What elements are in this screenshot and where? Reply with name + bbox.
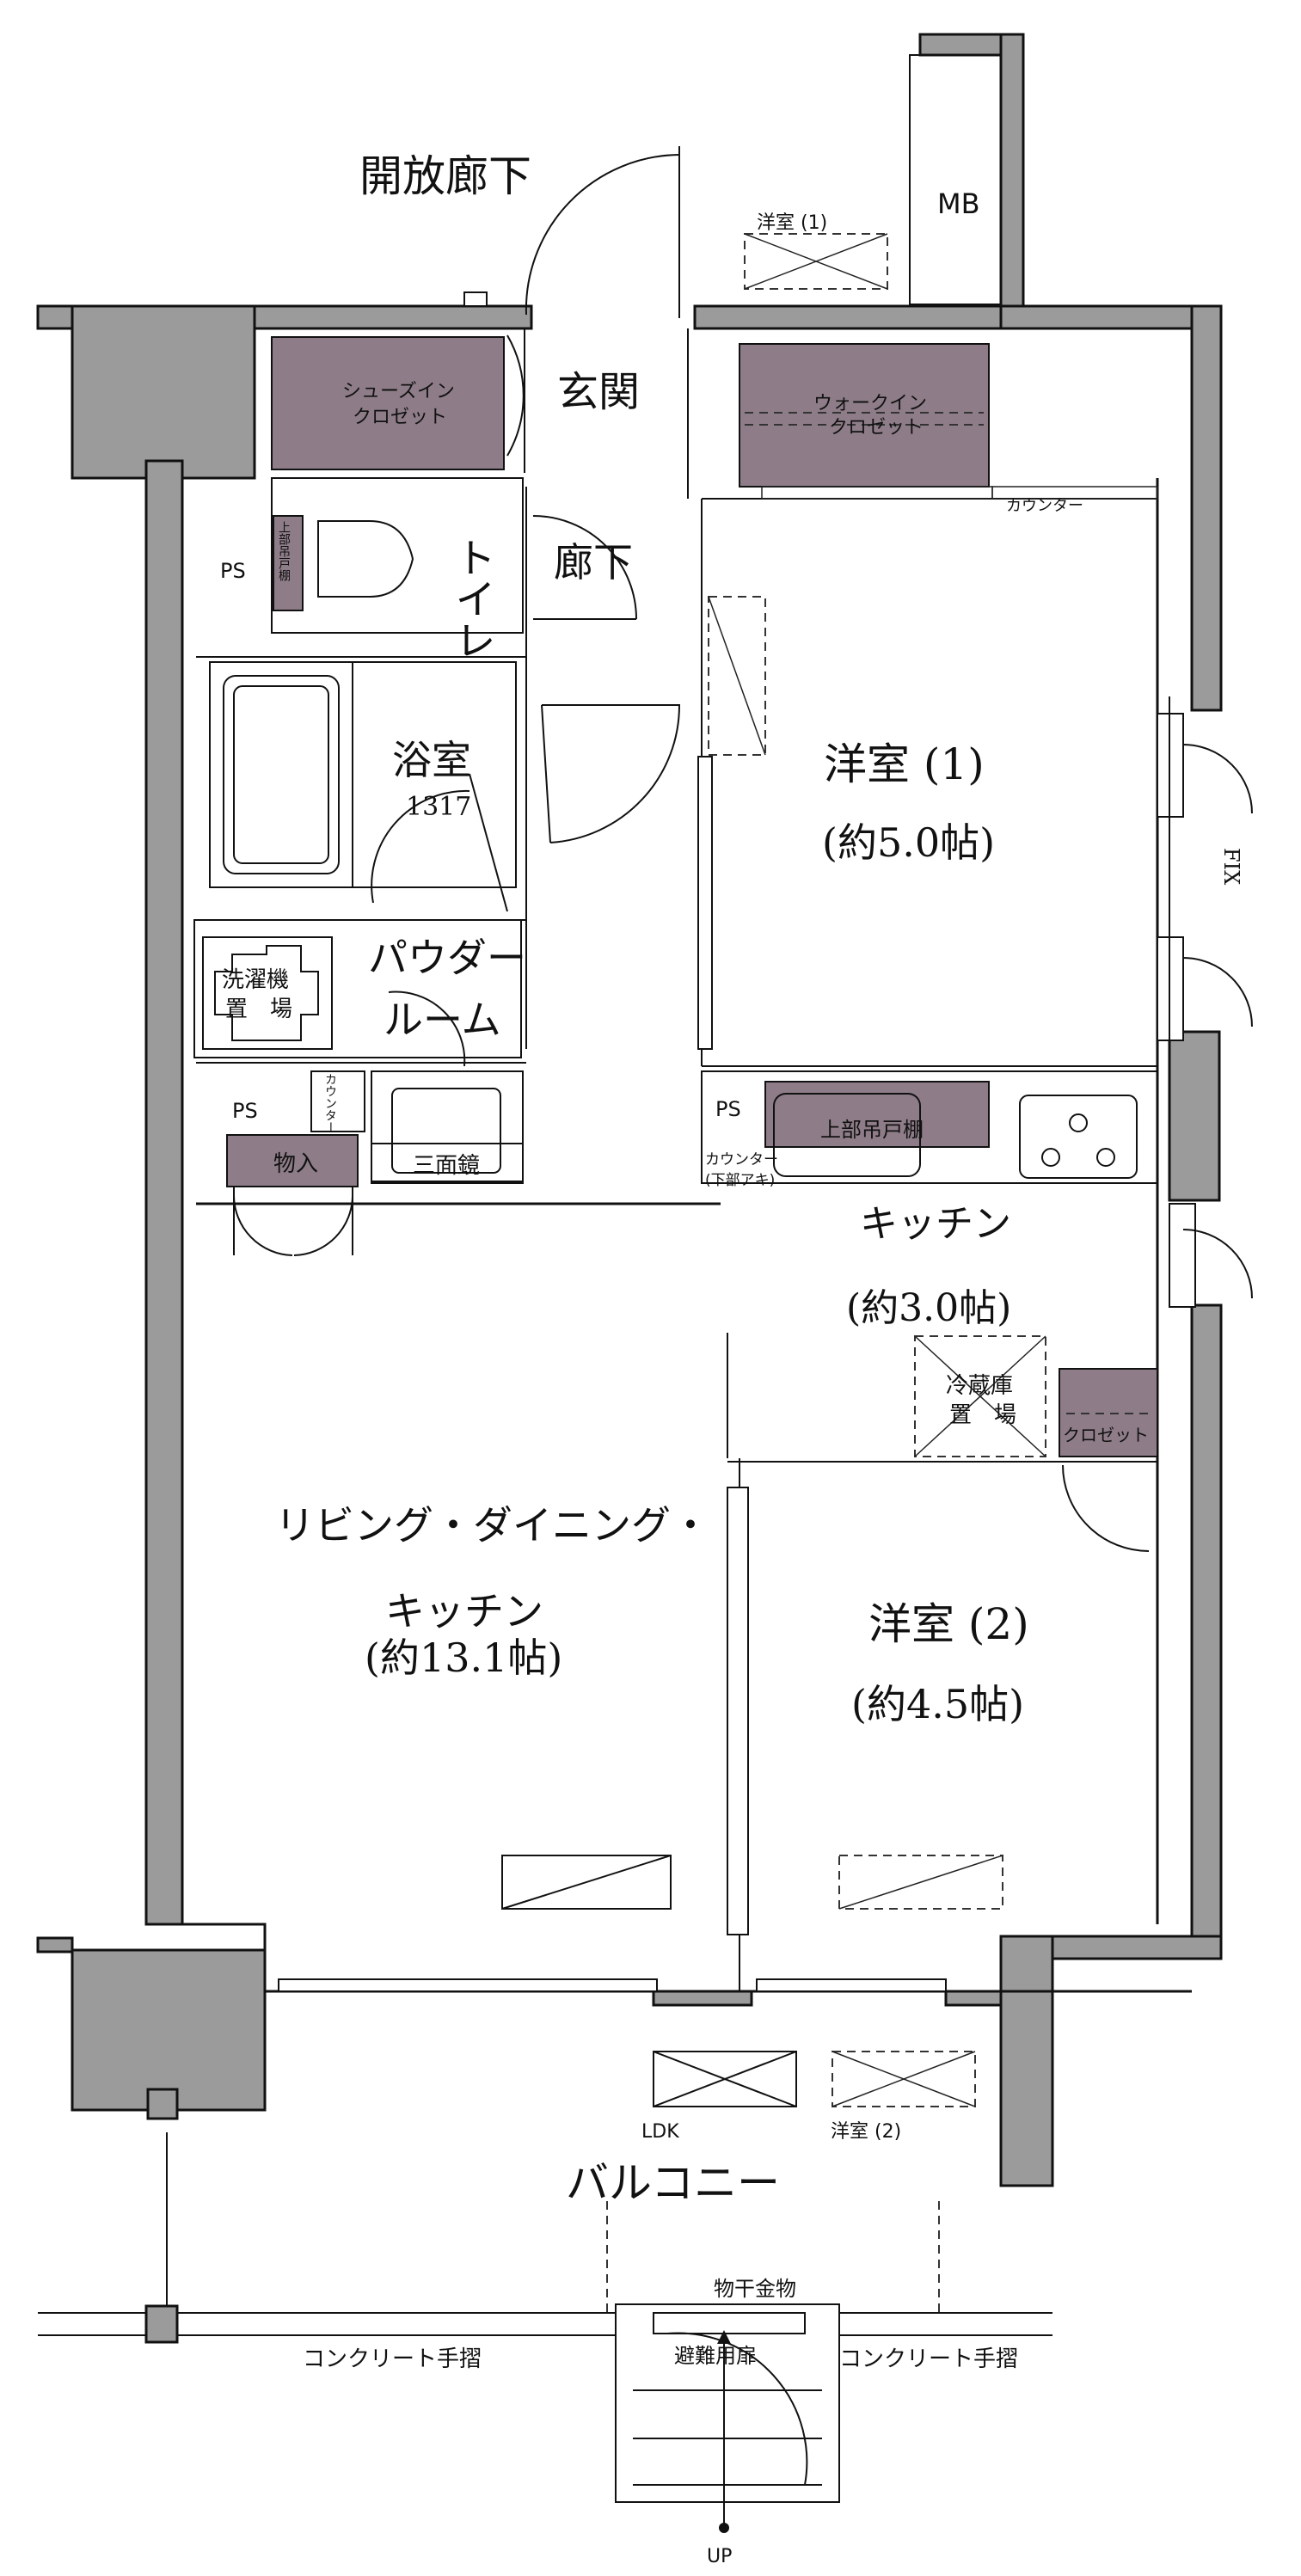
toilet-room: [271, 477, 637, 634]
hall-door: [542, 704, 681, 843]
balcony-structures: [38, 2132, 1052, 2533]
label-hallway: 廊下: [554, 539, 633, 586]
label-rail-left: コンクリート手摺: [303, 2346, 482, 2372]
label-counter-small: カウンター: [323, 1073, 337, 1133]
label-toilet: トイレ: [447, 537, 495, 660]
label-room1-size: (約5.0帖): [822, 819, 995, 866]
label-bath: 浴室: [392, 737, 471, 783]
label-room2-name: 洋室 (2): [868, 1599, 1029, 1649]
label-ldk-3: (約13.1帖): [365, 1635, 562, 1681]
label-balcony: バルコニー: [566, 2158, 780, 2208]
label-escape-door: 避難用扉: [674, 2344, 757, 2368]
label-counter-top: カウンター: [1006, 497, 1083, 515]
shoes-in-closet: [271, 336, 505, 470]
label-counter-kitchen-1: カウンター: [705, 1151, 778, 1168]
label-washer-1: 洗濯機: [222, 967, 289, 993]
walk-in-closet: [739, 343, 990, 488]
label-ldk-2: キッチン: [385, 1588, 543, 1635]
outdoor-units: [653, 2051, 976, 2107]
label-upper-cabinet-kitchen: 上部吊戸棚: [820, 1118, 924, 1142]
powder-room: [193, 919, 524, 1256]
bath-room: [209, 661, 517, 912]
label-walkin-2: クロゼット: [829, 417, 924, 439]
entrance-closet-door: [506, 334, 525, 457]
label-fridge-2: 置 場: [949, 1402, 1016, 1428]
label-rail-right: コンクリート手摺: [839, 2346, 1018, 2372]
label-triple-mirror: 三面鏡: [413, 1153, 480, 1179]
label-ps-kitchen: PS: [715, 1097, 741, 1121]
label-shoes-closet-1: シューズイン: [342, 381, 455, 402]
label-room2-size: (約4.5帖): [851, 1681, 1024, 1727]
label-ldk-1: リビング・ダイニング・: [275, 1502, 710, 1549]
room1-openings: [697, 596, 1253, 1050]
label-fridge-1: 冷蔵庫: [946, 1373, 1013, 1399]
label-storage: 物入: [273, 1151, 318, 1177]
label-kitchen-name: キッチン: [860, 1202, 1011, 1246]
label-open-corridor: 開放廊下: [359, 151, 531, 201]
label-up: UP: [707, 2546, 732, 2567]
label-powder-1: パウダー: [368, 935, 526, 981]
label-room1-name: 洋室 (1): [824, 739, 985, 789]
entrance-door: [463, 146, 680, 318]
label-upper-cabinet-left: 上部吊戸棚: [277, 521, 291, 581]
label-washer-2: 置 場: [225, 997, 292, 1022]
label-walkin-1: ウォークイン: [813, 393, 927, 414]
label-ps-left: PS: [220, 559, 246, 583]
label-kitchen-size: (約3.0帖): [846, 1286, 1011, 1330]
label-closet: クロゼット: [1063, 1425, 1149, 1445]
label-meter-room2: 洋室 (2): [831, 2121, 901, 2143]
sliding-partition: [727, 1487, 749, 1935]
balcony-windows: [278, 1978, 947, 1992]
label-ps-lower: PS: [232, 1099, 258, 1123]
label-bath-size: 1317: [406, 792, 471, 822]
label-clothes-hanger: 物干金物: [714, 2277, 796, 2301]
label-fix: FIX: [1219, 848, 1243, 885]
label-shoes-closet-2: クロゼット: [353, 407, 447, 428]
aircon-marks: [501, 1855, 1003, 1910]
label-mb: MB: [937, 187, 980, 220]
meter-room1-mark: [744, 233, 888, 290]
label-entrance: 玄関: [557, 368, 640, 416]
label-powder-2: ルーム: [384, 997, 501, 1043]
label-meter-ldk: LDK: [641, 2121, 679, 2143]
label-meter-room1: 洋室 (1): [757, 212, 827, 234]
kitchen-area: [701, 1070, 1253, 1552]
label-counter-kitchen-2: (下部アキ): [705, 1172, 775, 1189]
outer-walls: [36, 33, 1223, 2187]
